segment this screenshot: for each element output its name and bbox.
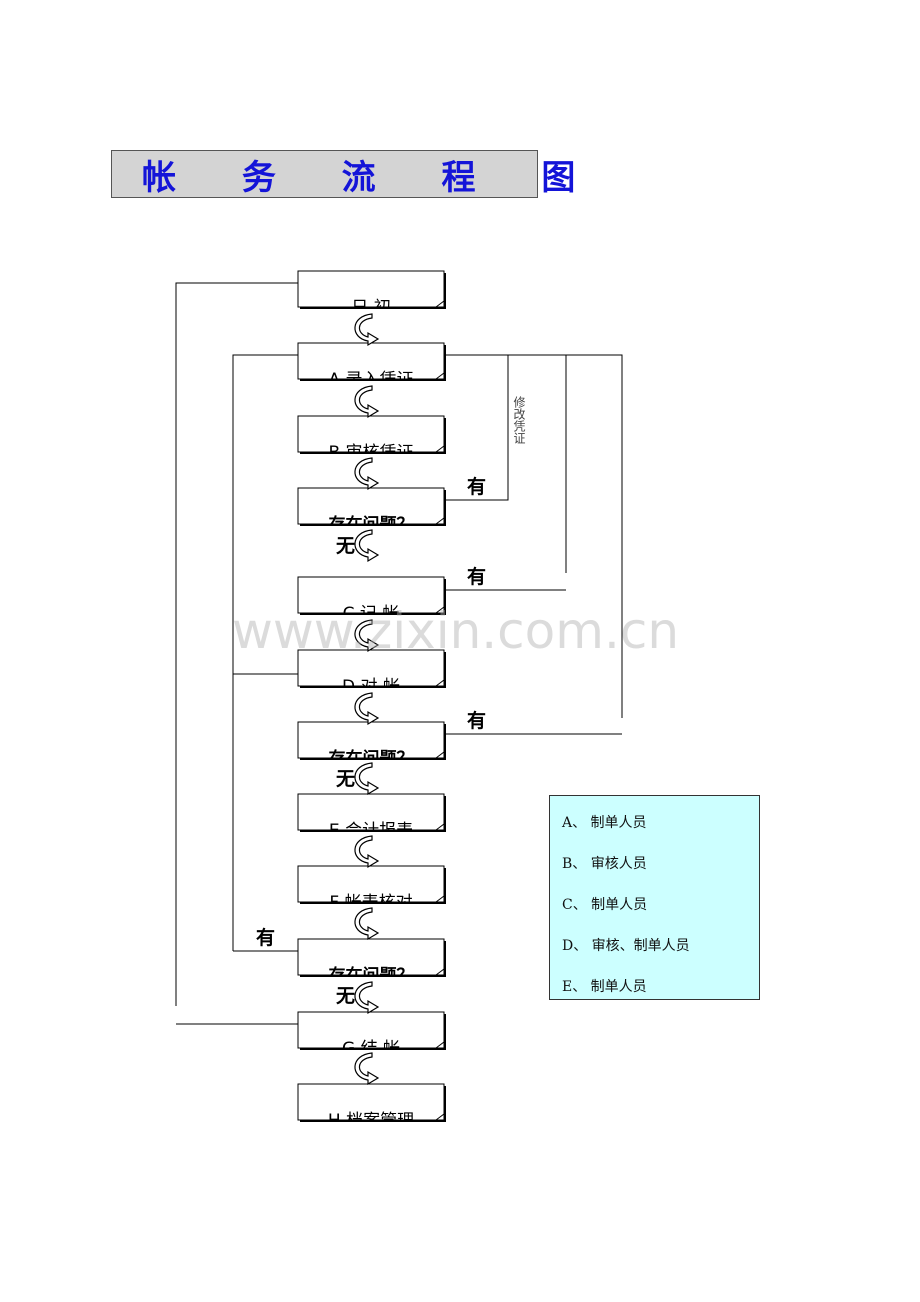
legend-item: B、 审核人员 [562, 856, 647, 872]
page-title: 帐 务 流 程 图 [142, 157, 603, 198]
step-label: E 会计报表 [329, 821, 413, 841]
step-box-h: H 档案管理 [297, 1083, 446, 1131]
yes-label: 有 [256, 926, 275, 949]
curved-down-arrow-icon [354, 835, 380, 869]
legend-item: A、 制单人员 [562, 815, 647, 831]
yes-label: 有 [467, 709, 486, 732]
curved-down-arrow-icon [354, 457, 380, 491]
step-box-q3: 存在问题？ [297, 938, 446, 986]
legend-item: C、 制单人员 [562, 897, 648, 913]
legend-item: E、 制单人员 [562, 979, 647, 995]
step-box-g: G 结 帐 [297, 1011, 446, 1059]
step-box-b: B 审核凭证 [297, 415, 446, 463]
curved-down-arrow-icon [354, 692, 380, 726]
step-box-e: E 会计报表 [297, 793, 446, 841]
branch-labels: 有 有 有 有 无 无 无 [256, 475, 486, 1007]
step-label: C 记 帐 [343, 604, 400, 624]
title-banner: 帐 务 流 程 图 [111, 150, 575, 198]
curved-down-arrow-icon [354, 529, 380, 563]
legend-item: D、 审核、制单人员 [562, 938, 690, 954]
step-label: D 对 帐 [342, 677, 400, 697]
yes-label: 有 [467, 475, 486, 498]
step-box-start: 日 初 [297, 270, 446, 318]
no-label: 无 [336, 985, 355, 1007]
step-label: 存在问题？ [329, 748, 414, 769]
no-label: 无 [336, 768, 355, 790]
step-label: F 帐表核对 [329, 893, 412, 913]
legend-box: A、 制单人员 B、 审核人员 C、 制单人员 D、 审核、制单人员 E、 制单… [549, 795, 760, 1000]
step-box-q2: 存在问题？ [297, 721, 446, 769]
step-label: B 审核凭证 [328, 443, 413, 463]
curved-down-arrow-icon [354, 1052, 380, 1086]
curved-down-arrow-icon [354, 619, 380, 653]
no-label: 无 [336, 535, 355, 557]
step-box-f: F 帐表核对 [297, 865, 446, 913]
step-box-d: D 对 帐 [297, 649, 446, 697]
curved-down-arrow-icon [354, 385, 380, 419]
curved-down-arrow-icon [354, 313, 380, 347]
curved-down-arrow-icon [354, 762, 380, 796]
side-note: 修改凭证 [512, 396, 526, 444]
curved-down-arrow-icon [354, 907, 380, 941]
step-label: G 结 帐 [342, 1039, 400, 1059]
step-box-c: C 记 帐 [297, 576, 446, 624]
step-label: 存在问题？ [329, 514, 414, 535]
step-label: A 录入凭证 [328, 370, 413, 390]
step-label: 存在问题？ [329, 965, 414, 986]
flow-arrows [354, 313, 380, 1086]
step-box-a: A 录入凭证 [297, 342, 446, 390]
yes-label: 有 [467, 565, 486, 588]
curved-down-arrow-icon [354, 981, 380, 1015]
step-box-q1: 存在问题？ [297, 487, 446, 535]
step-label: 日 初 [351, 298, 390, 318]
step-label: H 档案管理 [328, 1111, 414, 1131]
connector-lines [175, 282, 623, 1025]
